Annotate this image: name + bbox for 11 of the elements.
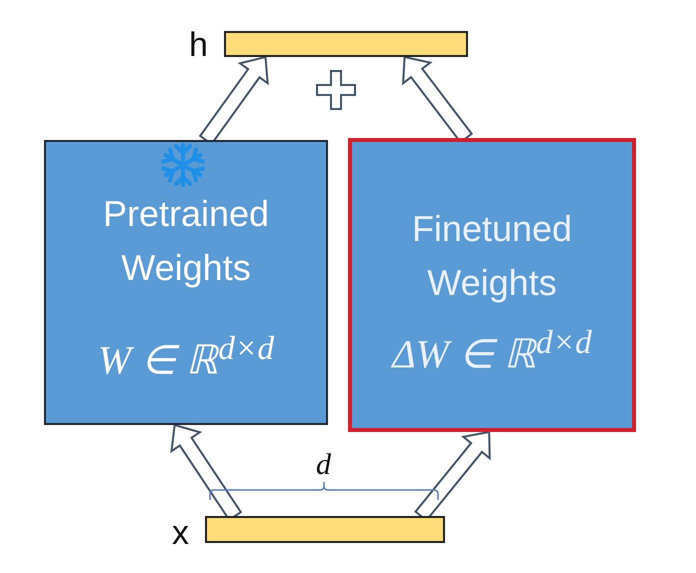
vector-label: h [189,28,208,62]
dimension-label: d [316,450,331,480]
math-formula: ΔW ∈ ℝ$^{d×d}$ [390,324,593,378]
vector-label: x [172,516,189,550]
box-title: Pretrained Weights [102,192,270,290]
weights-box [44,140,328,425]
input-bar [205,516,445,543]
input-bar [224,31,468,57]
box-title: Finetuned Weights [410,207,574,305]
weights-box [348,138,636,432]
math-formula: W ∈ ℝ$^{d×d}$ [96,330,276,384]
